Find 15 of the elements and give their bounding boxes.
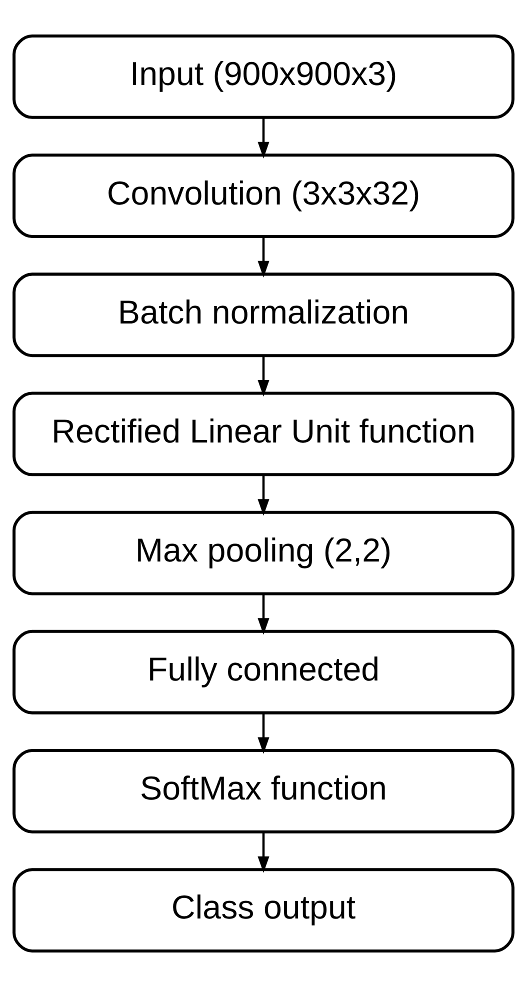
node-box: Class output — [12, 868, 514, 952]
node-box: Input (900x900x3) — [12, 34, 514, 118]
node-box: Batch normalization — [12, 272, 514, 357]
arrow — [258, 355, 270, 396]
arrow — [258, 712, 270, 754]
arrow — [258, 832, 270, 872]
node-box: Rectified Linear Unit function — [12, 391, 514, 476]
node-box: Convolution (3x3x32) — [12, 153, 514, 238]
node-box: Fully connected — [12, 629, 514, 714]
node-box: SoftMax function — [12, 748, 514, 833]
arrow — [258, 593, 270, 634]
arrow — [258, 117, 270, 158]
arrow — [258, 474, 270, 516]
arrow — [258, 236, 270, 278]
node-box: Max pooling (2,2) — [12, 510, 514, 595]
